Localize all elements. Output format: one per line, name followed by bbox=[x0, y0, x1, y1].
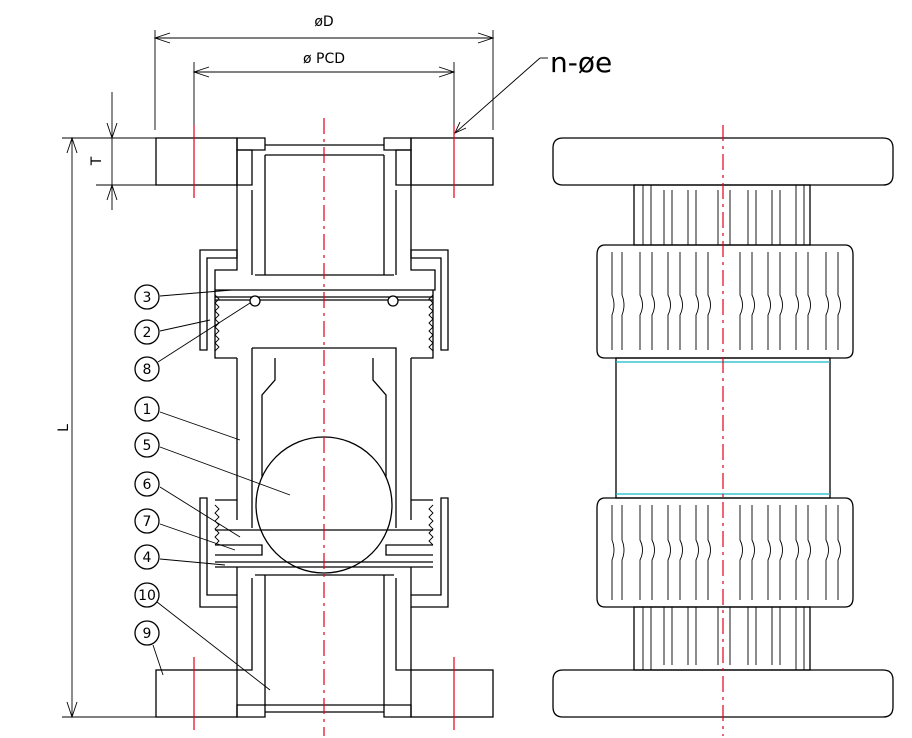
svg-text:8: 8 bbox=[143, 362, 152, 378]
balloon-9: 9 bbox=[134, 620, 164, 676]
part-balloons: 3 2 8 1 5 6 7 bbox=[134, 284, 291, 691]
balloon-2: 2 bbox=[134, 319, 211, 345]
svg-text:1: 1 bbox=[143, 402, 152, 418]
svg-text:9: 9 bbox=[143, 626, 152, 642]
dimension-length: L bbox=[56, 136, 158, 719]
balloon-4: 4 bbox=[134, 544, 226, 570]
balloon-6: 6 bbox=[134, 471, 241, 538]
length-label: L bbox=[56, 424, 72, 432]
dimension-holes: n-øe bbox=[454, 46, 612, 134]
balloon-7: 7 bbox=[134, 508, 236, 551]
od-label: øD bbox=[314, 14, 333, 30]
balloon-1: 1 bbox=[134, 396, 241, 441]
exterior-view bbox=[552, 125, 894, 736]
svg-text:6: 6 bbox=[143, 477, 152, 493]
section-view bbox=[155, 118, 494, 736]
pcd-label: ø PCD bbox=[303, 51, 345, 67]
holes-label: n-øe bbox=[550, 46, 612, 79]
thickness-label: T bbox=[89, 156, 105, 166]
dimension-thickness: T bbox=[89, 92, 160, 210]
balloon-10: 10 bbox=[134, 582, 271, 691]
svg-text:3: 3 bbox=[143, 290, 152, 306]
svg-text:7: 7 bbox=[143, 514, 152, 530]
dimension-pcd: ø PCD bbox=[192, 51, 456, 130]
svg-text:5: 5 bbox=[143, 438, 152, 454]
svg-text:2: 2 bbox=[143, 325, 152, 341]
balloon-5: 5 bbox=[134, 432, 291, 496]
dimension-od: øD bbox=[153, 14, 495, 130]
svg-text:4: 4 bbox=[143, 550, 152, 566]
svg-text:10: 10 bbox=[138, 588, 156, 604]
balloon-3: 3 bbox=[134, 284, 233, 310]
balloon-8: 8 bbox=[134, 302, 251, 382]
